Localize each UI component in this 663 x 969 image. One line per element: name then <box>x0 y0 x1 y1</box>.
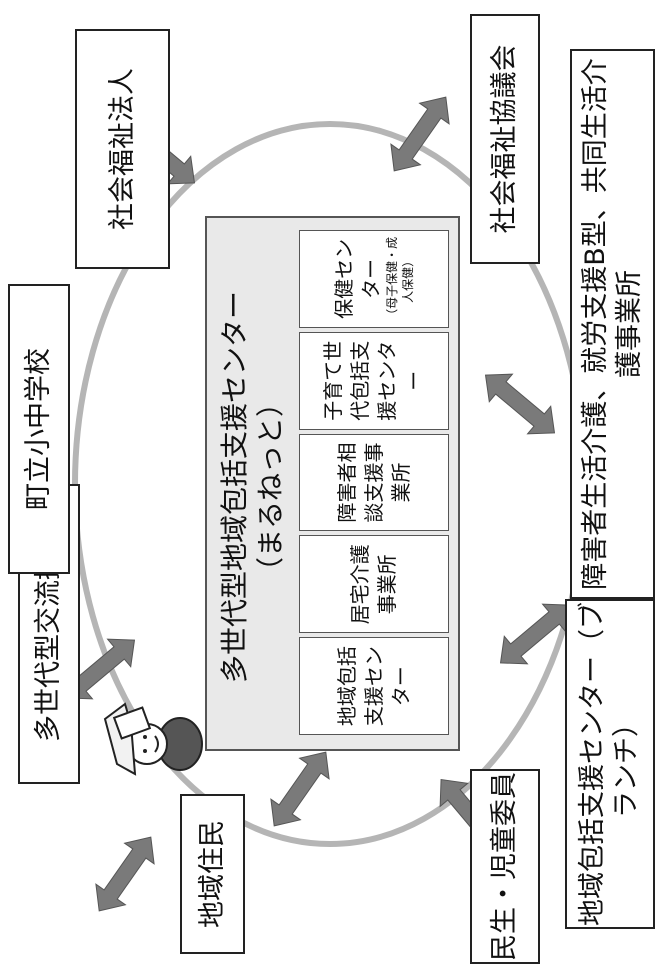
arrow-residents <box>270 751 330 827</box>
unit-cell: 保健センター （母子保健・成人保健） <box>299 230 449 328</box>
unit-note: （母子保健・成人保健） <box>385 236 415 321</box>
unit-cell: 地域包括支援センター <box>299 637 449 735</box>
arrow-exchange <box>95 836 155 912</box>
unit-cell: 障害者相談支援事業所 <box>299 433 449 532</box>
partner-welfare-corp: 社会福祉法人 <box>75 29 170 269</box>
partner-disability: 障害者生活介護、就労支援B型、共同生活介護事業所 <box>570 49 655 599</box>
partner-residents: 地域住民 <box>180 794 245 954</box>
center-title-main: 多世代型地域包括支援センター <box>218 291 251 684</box>
center-title: 多世代型地域包括支援センター （まるねっと） <box>217 247 290 727</box>
partner-council: 社会福祉協議会 <box>470 14 540 264</box>
partner-school: 町立小中学校 <box>8 284 70 574</box>
arrow-council <box>390 96 450 172</box>
center-units: 地域包括支援センター 居宅介護事業所 障害者相談支援事業所 子育て世代包括支援セ… <box>299 230 449 735</box>
arrow-disability <box>484 373 556 435</box>
center-hub: 多世代型地域包括支援センター （まるねっと） 地域包括支援センター 居宅介護事業… <box>205 216 460 751</box>
staff-person-icon <box>103 702 203 776</box>
center-title-sub: （まるねっと） <box>254 389 288 586</box>
unit-cell: 居宅介護事業所 <box>299 535 449 634</box>
partner-commissioner: 民生・児童委員 <box>470 769 540 964</box>
partner-branch: 地域包括支援センター（ブランチ） <box>565 599 655 929</box>
unit-cell: 子育て世代包括支援センター <box>299 331 449 430</box>
